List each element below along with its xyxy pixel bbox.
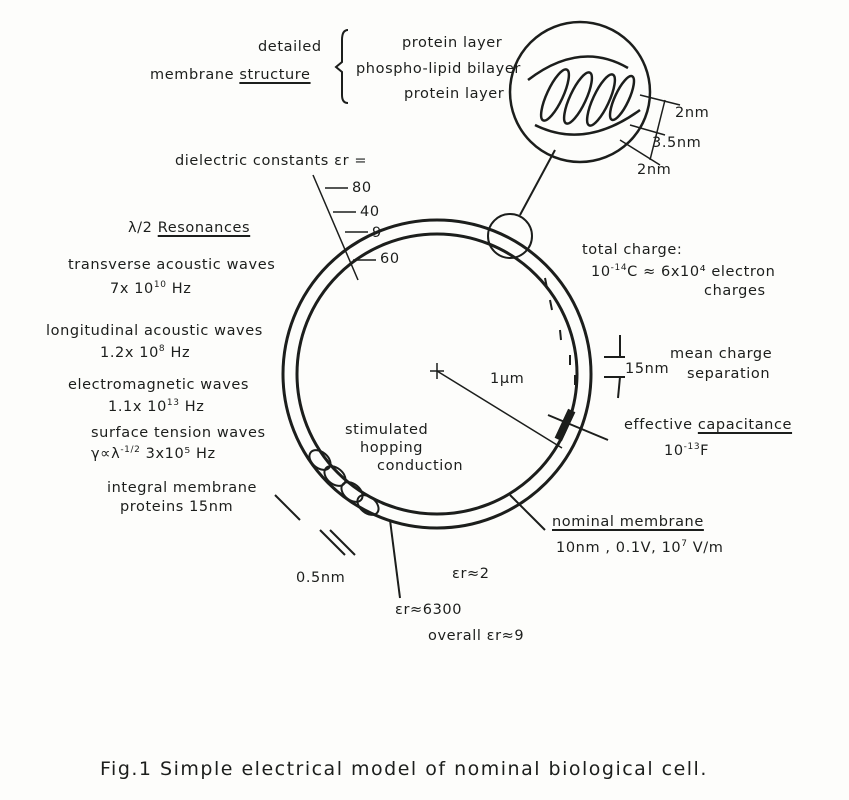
zoom-circle [487, 213, 533, 259]
er-membrane-label: εr≈2 [452, 566, 490, 582]
resonance-value: γ∝λ-1/2 3x10⁵ Hz [91, 446, 216, 462]
capacitance-word: capacitance [697, 417, 793, 433]
er-protein-label: εr≈6300 [395, 602, 463, 618]
charge-marks [544, 277, 625, 399]
inset-detailed-label: detailed [258, 39, 322, 55]
separation-dim: 15nm [625, 361, 670, 377]
gap-label: 0.5nm [296, 570, 346, 586]
resonance-name: transverse acoustic waves [68, 257, 276, 273]
bilayer-label: phospho-lipid bilayer [356, 61, 521, 77]
value-exp: -13 [683, 442, 701, 452]
dim-middle-label: 3.5nm [652, 135, 702, 151]
value-base: 10 [591, 264, 611, 280]
hopping-label: conduction [377, 458, 464, 474]
structure-word: structure [239, 67, 311, 83]
inset-membrane-structure-label: membrane structure [150, 68, 311, 83]
value-unit: Hz [179, 399, 205, 415]
value-exp: 8 [158, 344, 166, 354]
value-base: 1.2x 10 [100, 345, 159, 361]
dielectric-value: 9 [372, 225, 382, 241]
figure-caption: Fig.1 Simple electrical model of nominal… [100, 758, 708, 780]
value-unit: V/m [687, 540, 724, 556]
membrane-proteins [274, 449, 546, 599]
value-base: γ∝λ [91, 446, 121, 462]
value-base: 10 [664, 443, 684, 459]
protein-layer-bottom-label: protein layer [404, 86, 505, 102]
capacitor-plates [547, 408, 609, 442]
structure-brace [334, 29, 349, 104]
value-exp: 7 [681, 539, 688, 549]
resonance-value: 1.2x 108 Hz [100, 345, 190, 361]
value-base: 10nm , 0.1V, 10 [556, 540, 682, 556]
value-exp: 10 [153, 280, 167, 290]
value-exp: -1/2 [120, 445, 141, 455]
value-exp: 13 [166, 398, 180, 408]
capacitance-label: effective capacitance [624, 418, 792, 433]
nominal-membrane-values: 10nm , 0.1V, 107 V/m [556, 540, 724, 556]
er-overall-label: overall εr≈9 [428, 628, 525, 644]
proteins-label: proteins 15nm [120, 499, 234, 515]
inset-circle [508, 20, 652, 164]
resonances-word: Resonances [157, 220, 251, 236]
resonance-name: electromagnetic waves [68, 377, 250, 393]
radius-arrow [436, 370, 563, 449]
resonance-value: 7x 1010 Hz [110, 281, 191, 297]
hopping-label: hopping [360, 440, 424, 456]
dielectric-value: 40 [360, 204, 380, 220]
hopping-label: stimulated [345, 422, 429, 438]
value-base: 1.1x 10 [108, 399, 167, 415]
dim-bottom-label: 2nm [637, 162, 672, 178]
total-charge-title: total charge: [582, 243, 682, 258]
value-unit: Hz [166, 281, 192, 297]
value-base: 7x 10 [110, 281, 154, 297]
total-charge-text: total charge: [582, 242, 683, 258]
value-unit: Hz [165, 345, 191, 361]
dielectric-value: 80 [352, 180, 372, 196]
separation-label: mean charge [670, 346, 773, 362]
value-unit: 3x10⁵ Hz [140, 446, 216, 462]
center-mark [430, 363, 563, 449]
dielectric-label: dielectric constants εr = [175, 153, 368, 169]
total-charge-line3: charges [704, 283, 766, 299]
zoom-leader [519, 149, 556, 216]
value-exp: -14 [610, 263, 628, 273]
cell-outer-membrane [281, 218, 593, 530]
inset-dimension-lines [619, 94, 681, 166]
cell-inner-membrane [295, 232, 579, 516]
dim-top-label: 2nm [675, 105, 710, 121]
membrane-word: membrane [150, 67, 235, 83]
resonance-name: longitudinal acoustic waves [46, 323, 263, 339]
value-unit: F [700, 443, 710, 459]
dielectric-scale [312, 174, 376, 281]
separation-label: separation [687, 366, 771, 382]
capacitance-value: 10-13F [664, 443, 709, 459]
effective-word: effective [624, 417, 693, 433]
radius-label: 1μm [490, 371, 525, 387]
lambda-half: λ/2 [128, 220, 153, 236]
proteins-label: integral membrane [107, 480, 258, 496]
value-rest: C ≈ 6x10⁴ electron [627, 264, 776, 280]
lipid-bilayer-drawing [527, 55, 641, 136]
resonance-value: 1.1x 1013 Hz [108, 399, 205, 415]
protein-layer-top-label: protein layer [402, 35, 503, 51]
resonances-title: λ/2 Resonances [128, 221, 250, 236]
dielectric-value: 60 [380, 251, 400, 267]
resonance-name: surface tension waves [91, 425, 266, 441]
total-charge-value: 10-14C ≈ 6x10⁴ electron [591, 264, 775, 280]
nominal-membrane-title: nominal membrane [552, 514, 704, 530]
